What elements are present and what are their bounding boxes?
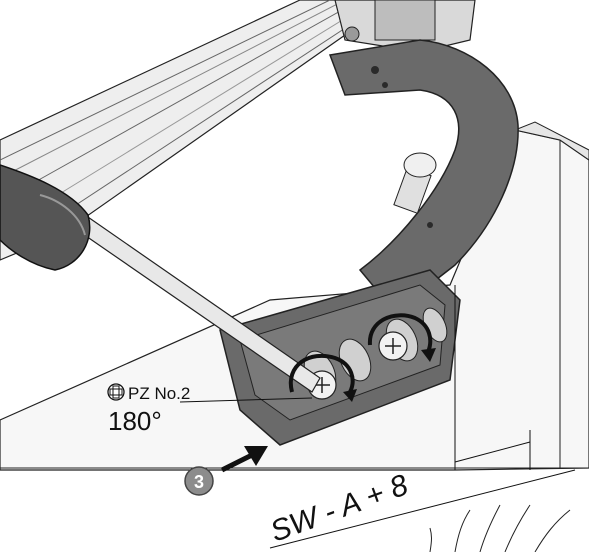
step-number: 3 [194,472,204,492]
rotation-angle-label: 180° [108,406,162,436]
bit-type-label: PZ No.2 [128,384,190,403]
pivot-pin [393,152,437,214]
screwdriver [0,164,321,393]
hatch-marks [429,504,571,553]
phillips-cross-icon [107,383,125,401]
screw-right [378,331,408,361]
arrow-right-icon [220,446,268,473]
rotate-arrow-icon [288,353,357,402]
callout-leader [179,397,313,403]
dimension-label: SW - A + 8 [266,468,413,548]
rail-profile [0,0,397,261]
rotate-arrow-icon [367,313,436,362]
step-badge: 3 [184,466,214,496]
dimension-line [269,285,576,549]
